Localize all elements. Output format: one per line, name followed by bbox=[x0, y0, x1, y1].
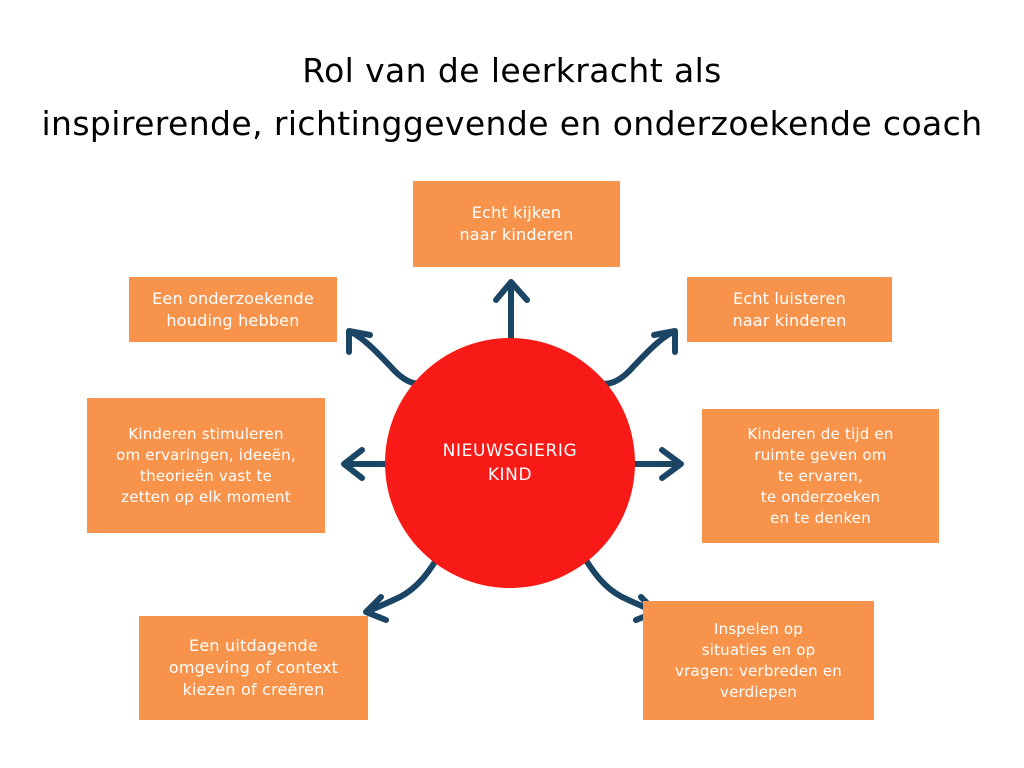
page-title: Rol van de leerkracht als inspirerende, … bbox=[41, 51, 983, 143]
node-kinderen-de-tijd-en-ruimte-geven[interactable]: Kinderen de tijd en ruimte geven om te e… bbox=[702, 409, 939, 543]
center-node-label: NIEUWSGIERIG KIND bbox=[442, 441, 578, 485]
center-node-nieuwsgierig-kind[interactable]: NIEUWSGIERIG KIND bbox=[385, 338, 635, 588]
node-een-onderzoekende-houding-hebben[interactable]: Een onderzoekende houding hebben bbox=[129, 277, 337, 342]
node-label: Echt kijken naar kinderen bbox=[459, 203, 574, 244]
node-echt-luisteren-naar-kinderen[interactable]: Echt luisteren naar kinderen bbox=[687, 277, 892, 342]
node-inspelen-op-situaties[interactable]: Inspelen op situaties en op vragen: verb… bbox=[643, 601, 874, 720]
node-label: Inspelen op situaties en op vragen: verb… bbox=[675, 619, 842, 701]
node-label: Een onderzoekende houding hebben bbox=[152, 288, 314, 330]
node-echt-kijken-naar-kinderen[interactable]: Echt kijken naar kinderen bbox=[413, 181, 620, 267]
node-label: Echt luisteren naar kinderen bbox=[732, 288, 847, 330]
node-een-uitdagende-omgeving[interactable]: Een uitdagende omgeving of context kieze… bbox=[139, 616, 368, 720]
node-kinderen-stimuleren[interactable]: Kinderen stimuleren om ervaringen, ideeë… bbox=[87, 398, 325, 533]
arrow-lower-left bbox=[363, 549, 444, 623]
node-label: Kinderen stimuleren om ervaringen, ideeë… bbox=[116, 424, 296, 506]
node-label: Een uitdagende omgeving of context kieze… bbox=[168, 636, 339, 699]
node-label: Kinderen de tijd en ruimte geven om te e… bbox=[747, 424, 894, 527]
